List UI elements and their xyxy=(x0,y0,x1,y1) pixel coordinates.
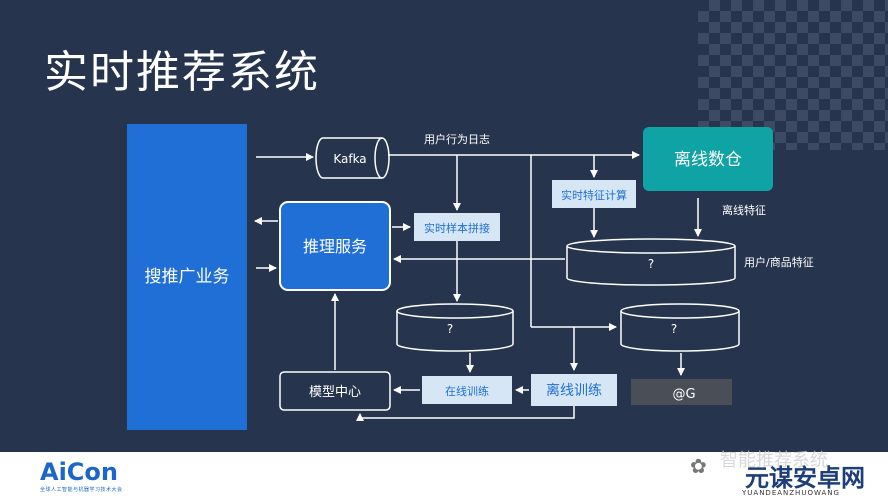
realtime-feature-label: 实时特征计算 xyxy=(561,188,627,202)
wechat-icon: ✿ xyxy=(690,454,707,478)
sample-db-label: ? xyxy=(447,322,453,336)
slide-title: 实时推荐系统 xyxy=(44,47,320,98)
offline-training-label: 离线训练 xyxy=(546,382,602,399)
kafka-label: Kafka xyxy=(333,152,366,166)
footer-bar: AiCon 全球人工智能与机器学习技术大会 ✿ xyxy=(0,452,888,500)
realtime-sample-label: 实时样本拼接 xyxy=(424,221,490,235)
inference-label: 推理服务 xyxy=(303,237,367,256)
user-behavior-log-label: 用户行为日志 xyxy=(424,132,490,146)
business-block xyxy=(127,124,247,430)
user-item-feature-label: 用户/商品特征 xyxy=(744,255,814,269)
offline-db: ? xyxy=(620,303,740,352)
site-url: YUANDEANZHUOWANG xyxy=(742,489,840,497)
og-box xyxy=(631,379,732,405)
offline-warehouse-label: 离线数仓 xyxy=(674,150,742,170)
feature-db-label: ? xyxy=(648,257,654,271)
offline-warehouse xyxy=(643,127,773,191)
site-logo: 元谋安卓网 xyxy=(745,464,865,492)
online-training-box xyxy=(422,376,512,404)
model-center xyxy=(279,371,391,411)
inference-service xyxy=(279,201,391,291)
feature-db: ? xyxy=(566,238,736,286)
kafka-node: Kafka xyxy=(315,137,390,179)
sample-db: ? xyxy=(396,303,514,352)
business-label: 搜推广业务 xyxy=(145,267,230,287)
realtime-sample-box xyxy=(414,213,500,241)
watermark-text: 智能推荐系统 xyxy=(720,450,828,471)
offline-db-label: ? xyxy=(671,322,677,336)
og-label: @G xyxy=(672,387,695,402)
architecture-diagram: 搜推广业务 Kafka 推理服务 离线数仓 实时特征计算 实时样本拼接 ? xyxy=(127,124,814,430)
diagram-arrows xyxy=(254,151,702,421)
offline-training-box xyxy=(531,374,617,406)
aicon-logo-subtitle: 全球人工智能与机器学习技术大会 xyxy=(40,487,123,493)
checker-decoration xyxy=(698,0,888,150)
offline-feature-label: 离线特征 xyxy=(722,203,766,217)
realtime-feature-box xyxy=(552,180,636,208)
model-center-label: 模型中心 xyxy=(309,385,361,400)
online-training-label: 在线训练 xyxy=(445,384,489,398)
aicon-logo: AiCon xyxy=(40,458,118,486)
